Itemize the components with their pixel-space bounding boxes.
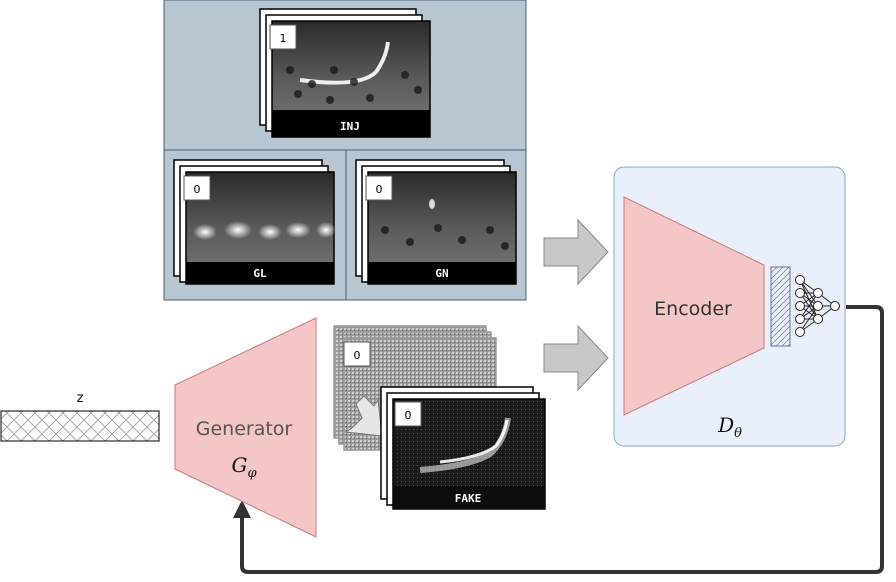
sample-label-inj: INJ — [340, 120, 360, 133]
class-label-gn: 0 — [376, 183, 383, 196]
sample-stack-gn: 0 GN — [355, 159, 517, 285]
latent-vector — [0, 410, 160, 442]
spectrogram-gl: 0 GL — [183, 171, 336, 285]
generator-label: Generator — [196, 418, 293, 440]
fake-stack-front: 0 FAKE — [380, 386, 546, 510]
spectrogram-inj: 1 INJ — [269, 20, 431, 138]
class-label-inj: 1 — [280, 32, 287, 45]
sample-stack-inj: 1 INJ — [259, 8, 431, 138]
class-label-fake-back: 0 — [354, 349, 361, 362]
sample-label-gn: GN — [435, 267, 448, 280]
encoder-label: Encoder — [654, 298, 732, 320]
generator-symbol: Gφ — [231, 453, 257, 481]
latent-label: z — [77, 391, 84, 406]
real-data-panel: 1 INJ 0 GL — [163, 0, 527, 301]
sample-label-fake: FAKE — [455, 492, 482, 505]
encoder-block — [623, 196, 765, 416]
real-to-discriminator-arrow — [543, 218, 609, 286]
sample-label-gl: GL — [253, 267, 267, 280]
sample-stack-gl: 0 GL — [173, 159, 336, 285]
class-label-fake-front: 0 — [405, 409, 412, 422]
feedback-loop-arrow — [240, 305, 884, 574]
latent-feature-vector — [770, 266, 791, 347]
fake-to-discriminator-arrow — [543, 324, 609, 392]
generator-block — [174, 317, 317, 538]
fake-sample-stacks: 0 0 FAKE — [333, 325, 546, 510]
feedback-arrowhead — [233, 500, 251, 518]
classifier-network-icon — [795, 275, 840, 337]
discriminator-panel: Encoder Dθ — [613, 166, 846, 447]
discriminator-symbol: Dθ — [717, 413, 742, 441]
class-label-gl: 0 — [194, 183, 201, 196]
spectrogram-gn: 0 GN — [365, 171, 517, 285]
spectrogram-fake: 0 FAKE — [392, 398, 546, 510]
